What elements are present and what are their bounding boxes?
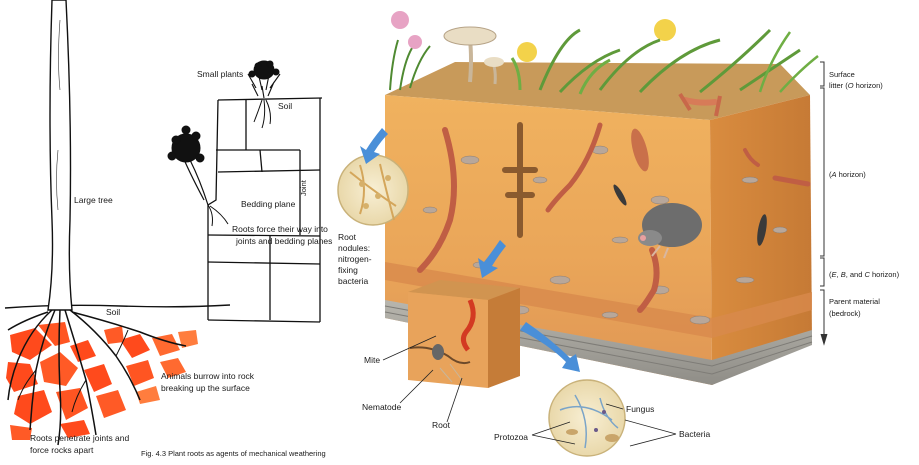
rock-outcrop <box>208 98 322 322</box>
root-nodules-label-4: fixing <box>338 265 358 275</box>
root-nodules-label-1: Root <box>338 232 357 242</box>
protozoa-label: Protozoa <box>494 432 528 442</box>
large-tree-label: Large tree <box>74 195 113 205</box>
soil-bottom-label: Soil <box>106 307 120 317</box>
roots-force-label-1: Roots force their way into <box>232 224 328 234</box>
mechanical-weathering-figure: Small plants Soil Joint Large tree Beddi… <box>5 0 332 458</box>
bacteria-label: Bacteria <box>679 429 710 439</box>
small-plants <box>248 61 280 128</box>
nematode-label: Nematode <box>362 402 401 412</box>
root-label: Root <box>432 420 451 430</box>
roots-force-label-2: joints and bedding planes <box>235 236 332 246</box>
horizon-bracket <box>820 62 827 344</box>
parent-material-label-1: Parent material <box>829 297 880 306</box>
large-tree-trunk <box>48 0 72 310</box>
joint-label: Joint <box>299 179 308 196</box>
ebc-horizon-label: (E, B, and C horizon) <box>829 270 900 279</box>
surface-litter-label-2: litter (O horizon) <box>829 81 883 90</box>
root-nodules-label-2: nodules: <box>338 243 370 253</box>
surface-litter-label-1: Surface <box>829 70 855 79</box>
small-plants-label: Small plants <box>197 69 243 79</box>
root-nodules-label-3: nitrogen- <box>338 254 372 264</box>
root-nodules-label-5: bacteria <box>338 276 369 286</box>
magnifier-microbes <box>549 380 625 456</box>
soil-horizons-figure: Surface litter (O horizon) (A horizon) (… <box>338 11 900 456</box>
mite-label: Mite <box>364 355 380 365</box>
figure-caption: Fig. 4.3 Plant roots as agents of mechan… <box>141 449 326 458</box>
cutaway-soil-sample <box>408 280 520 388</box>
roots-penetrate-label-2: force rocks apart <box>30 445 94 455</box>
animals-label-2: breaking up the surface <box>161 383 250 393</box>
animals-label-1: Animals burrow into rock <box>161 371 255 381</box>
soil-top-label: Soil <box>278 101 292 111</box>
fungus-label: Fungus <box>626 404 654 414</box>
magnifier-root-nodules <box>338 155 408 225</box>
cliff-plant <box>168 126 228 226</box>
a-horizon-label: (A horizon) <box>829 170 866 179</box>
parent-material-label-2: (bedrock) <box>829 309 861 318</box>
roots-penetrate-label-1: Roots penetrate joints and <box>30 433 130 443</box>
bedding-plane-label: Bedding plane <box>241 199 296 209</box>
